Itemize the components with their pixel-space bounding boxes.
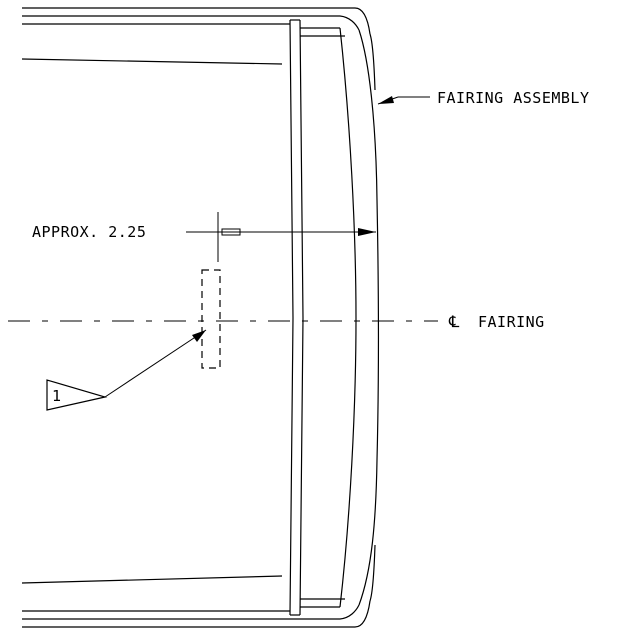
centerline-symbol: ℄ [448,312,460,331]
fairing-outline [21,7,380,628]
dimension-label: APPROX. 2.25 [32,223,146,241]
note-flag-number: 1 [52,387,62,405]
fairing-assembly-label: FAIRING ASSEMBLY [437,89,590,107]
fairing-assembly-leader [377,96,430,105]
dimension-line [186,212,376,262]
hidden-part-outline [201,269,221,369]
note-flag [46,329,207,411]
centerline-label: FAIRING [478,313,545,331]
